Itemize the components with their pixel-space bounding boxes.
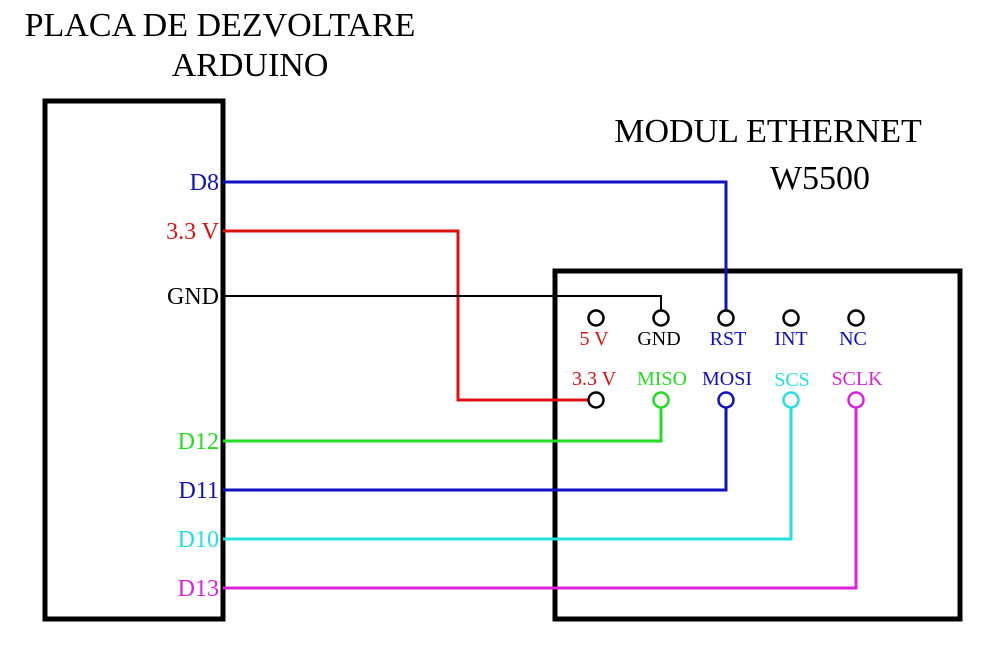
arduino-pin-3v3-label: 3.3 V xyxy=(166,219,220,245)
eth-pin-3v3-label: 3.3 V xyxy=(572,368,617,390)
arduino-title-line2: ARDUINO xyxy=(172,47,329,84)
pin-gnd-circle xyxy=(652,309,670,327)
ethernet-module-board xyxy=(552,268,963,622)
pin-nc-circle xyxy=(847,309,865,327)
eth-pin-5v-label: 5 V xyxy=(579,328,609,350)
pin-mosi-circle xyxy=(717,391,735,409)
pin-3v3-circle xyxy=(587,391,605,409)
wire-3v3 xyxy=(223,229,596,402)
eth-pin-gnd-label: GND xyxy=(637,328,680,350)
arduino-pin-d12-label: D12 xyxy=(178,429,219,455)
arduino-pin-d13-label: D13 xyxy=(178,576,219,602)
arduino-pin-d8-label: D8 xyxy=(190,170,219,196)
eth-pin-miso-label: MISO xyxy=(637,368,687,390)
eth-pin-mosi-label: MOSI xyxy=(702,368,752,390)
eth-pin-nc-label: NC xyxy=(839,328,867,350)
pin-sclk-circle xyxy=(847,391,865,409)
wire-d12-miso xyxy=(223,400,663,443)
ethernet-title-line2: W5500 xyxy=(770,160,870,197)
arduino-pin-gnd-label: GND xyxy=(167,284,219,310)
arduino-board xyxy=(42,98,226,622)
wire-d13-sclk xyxy=(223,400,858,590)
eth-pin-rst-label: RST xyxy=(710,328,747,350)
pin-rst-circle xyxy=(717,309,735,327)
eth-pin-scs-label: SCS xyxy=(774,369,810,391)
pin-miso-circle xyxy=(652,391,670,409)
ethernet-title-line1: MODUL ETHERNET xyxy=(614,113,922,150)
wire-d11-mosi xyxy=(223,400,728,492)
eth-pin-sclk-label: SCLK xyxy=(831,368,883,390)
wire-d10-scs xyxy=(223,400,793,541)
pin-int-circle xyxy=(782,309,800,327)
wire-d8-rst xyxy=(223,180,728,318)
arduino-pin-d10-label: D10 xyxy=(178,527,219,553)
pin-5v-circle xyxy=(587,309,605,327)
arduino-title-line1: PLACA DE DEZVOLTARE xyxy=(25,7,416,44)
arduino-pin-d11-label: D11 xyxy=(179,478,219,504)
eth-pin-int-label: INT xyxy=(774,328,807,350)
pin-scs-circle xyxy=(782,391,800,409)
